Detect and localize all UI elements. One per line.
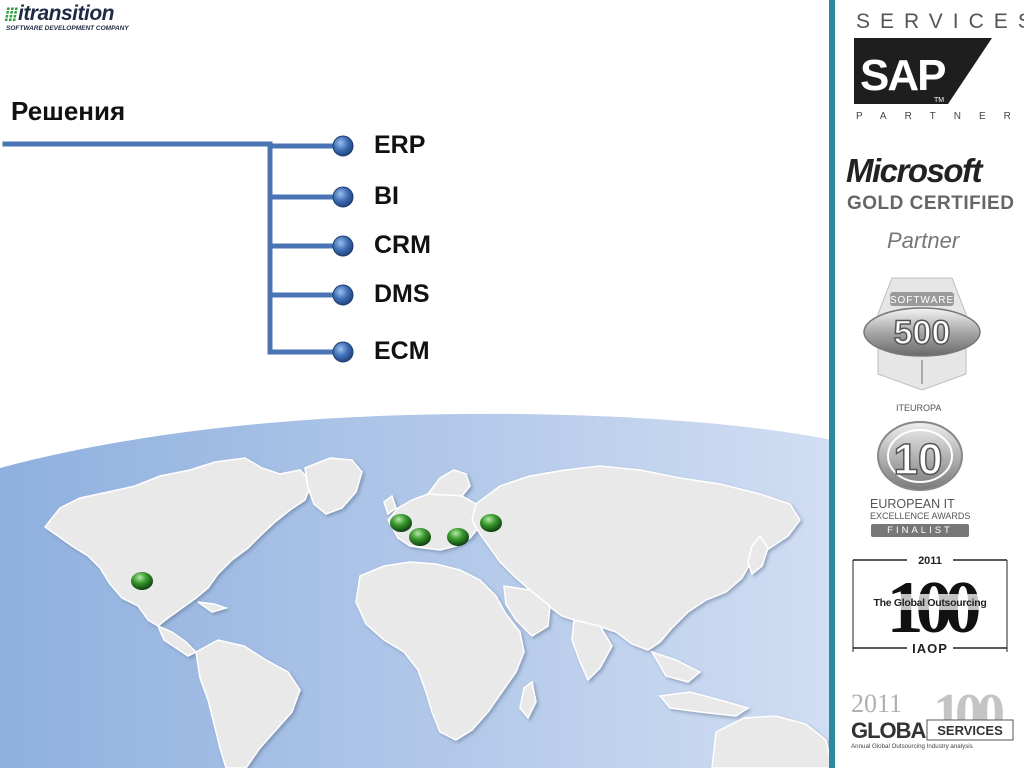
caribbean <box>197 601 229 613</box>
sap-partner-logo: SAP TM <box>854 38 992 104</box>
iteuropa-10-badge: 10 <box>877 421 963 491</box>
logo-tagline: SOFTWARE DEVELOPMENT COMPANY <box>6 25 129 32</box>
sap-tm-text: TM <box>934 97 944 104</box>
sap-logo-text: SAP <box>860 51 945 100</box>
british-isles <box>383 494 397 516</box>
microsoft-tier-text: GOLD CERTIFIED <box>847 193 1015 214</box>
gob100-org: IAOP <box>912 641 948 656</box>
north-america <box>43 457 313 627</box>
office-marker-europe-south <box>447 528 469 546</box>
gob100-year: 2011 <box>918 555 942 567</box>
iteuropa-number: 10 <box>894 435 943 484</box>
office-marker-europe-west <box>390 514 412 532</box>
iteuropa-brand-text: ITEUROPA <box>896 403 942 413</box>
asia <box>471 465 801 651</box>
landmasses <box>43 457 832 768</box>
bullet-bi <box>332 186 354 208</box>
indonesia <box>658 691 750 717</box>
sap-partner-text: PARTNER <box>856 111 1024 122</box>
iteuropa-line1: EUROPEAN IT <box>870 497 955 511</box>
japan <box>747 534 769 576</box>
item-label-dms: DMS <box>374 280 430 308</box>
madagascar <box>519 680 537 720</box>
gs100-year: 2011 <box>851 689 902 718</box>
australia <box>711 715 832 768</box>
greenland <box>304 457 363 515</box>
software-500-label: SOFTWARE <box>890 295 954 306</box>
global-outsourcing-100-badge: 2011 100 The Global Outsourcing IAOP <box>852 555 1008 656</box>
tree-connectors <box>2 141 343 355</box>
bullet-ecm <box>332 341 354 363</box>
office-markers <box>131 514 502 590</box>
global-services-100-badge: 100 2011 GLOBAL SERVICES Annual Global O… <box>851 684 1014 750</box>
bullet-erp <box>332 135 354 157</box>
company-logo: ⁞⁞⁞ itransition SOFTWARE DEVELOPMENT COM… <box>4 2 144 36</box>
office-marker-europe-central <box>409 528 431 546</box>
gs100-services: SERVICES <box>937 723 1003 738</box>
item-label-erp: ERP <box>374 131 426 159</box>
bullet-dms <box>332 284 354 306</box>
software-500-badge: SOFTWARE 500 <box>863 277 981 391</box>
page-title: Решения <box>11 96 126 126</box>
sidebar-accent-bar <box>829 0 835 768</box>
item-label-bi: BI <box>374 182 399 210</box>
gob100-text: The Global Outsourcing <box>874 597 987 609</box>
africa <box>355 561 525 741</box>
gs100-brand: GLOBAL <box>851 718 938 743</box>
solutions-tree <box>2 135 354 363</box>
microsoft-brand-text: Microsoft <box>846 152 983 189</box>
scandinavia <box>426 469 471 497</box>
software-500-number: 500 <box>894 314 951 352</box>
microsoft-partner-text: Partner <box>887 228 960 253</box>
sap-services-text: SERVICES <box>856 10 1024 33</box>
gs100-caption: Annual Global Outsourcing Industry analy… <box>851 743 973 750</box>
office-marker-north-america <box>131 572 153 590</box>
item-label-ecm: ECM <box>374 337 430 365</box>
india <box>571 619 613 682</box>
world-map <box>0 413 832 768</box>
logo-mark-icon: ⁞⁞⁞ <box>4 5 18 25</box>
southeast-asia <box>650 650 702 683</box>
item-label-crm: CRM <box>374 231 431 259</box>
logo-name: itransition <box>17 2 115 25</box>
iteuropa-finalist-badge: FINALIST <box>871 524 969 537</box>
central-america <box>156 624 198 657</box>
office-marker-europe-east <box>480 514 502 532</box>
tree-bullets <box>332 135 354 363</box>
iteuropa-line2: EXCELLENCE AWARDS <box>870 511 971 521</box>
bullet-crm <box>332 235 354 257</box>
arabia <box>503 585 551 637</box>
south-america <box>195 639 301 768</box>
